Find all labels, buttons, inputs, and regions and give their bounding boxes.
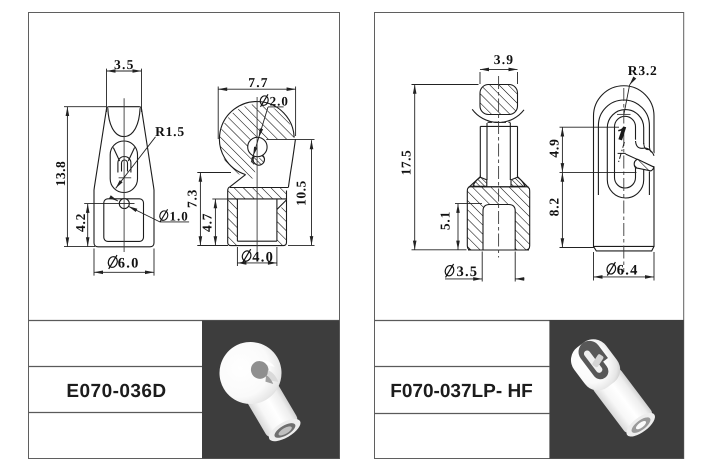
svg-text:7.3: 7.3 [185, 189, 200, 208]
svg-text:4.7: 4.7 [200, 213, 215, 232]
svg-text:4.2: 4.2 [73, 213, 88, 232]
svg-text:13.8: 13.8 [53, 161, 68, 187]
svg-text:3.9: 3.9 [494, 52, 514, 67]
svg-text:7.7: 7.7 [248, 75, 268, 90]
svg-text:4.0: 4.0 [252, 250, 274, 266]
svg-text:E070-036D: E070-036D [66, 381, 166, 402]
svg-text:F070-037LP- HF: F070-037LP- HF [390, 381, 533, 402]
svg-text:R1.5: R1.5 [155, 124, 185, 139]
svg-text:8.2: 8.2 [546, 197, 561, 216]
svg-text:17.5: 17.5 [398, 150, 413, 176]
svg-text:R3.2: R3.2 [628, 63, 658, 78]
svg-text:6.0: 6.0 [118, 255, 140, 271]
svg-text:10.5: 10.5 [293, 180, 308, 206]
svg-text:3.5: 3.5 [114, 57, 134, 72]
svg-text:3.5: 3.5 [457, 264, 479, 280]
svg-text:1.0: 1.0 [170, 209, 189, 224]
svg-text:5.1: 5.1 [438, 211, 453, 230]
svg-text:2.0: 2.0 [270, 94, 289, 109]
svg-text:6.4: 6.4 [617, 262, 639, 278]
svg-text:4.9: 4.9 [546, 138, 561, 157]
